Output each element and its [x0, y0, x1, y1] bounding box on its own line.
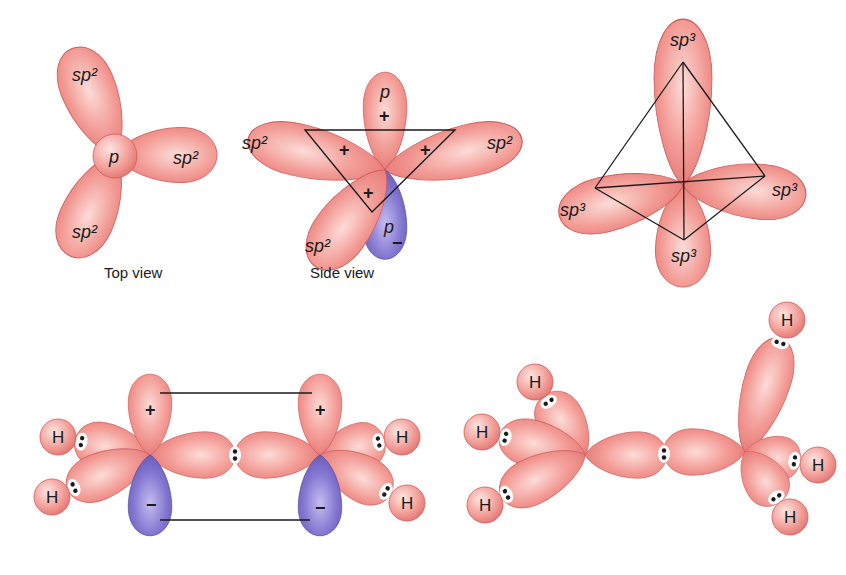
atom-sphere	[40, 419, 76, 455]
atom-symbol: H	[784, 509, 796, 526]
sp2-lobe	[293, 154, 408, 283]
atom-sphere	[464, 414, 500, 450]
electron-pair	[658, 445, 670, 463]
atom-symbol: H	[52, 429, 64, 446]
ethane-bonding	[491, 332, 804, 518]
hydrogen-atom: H	[383, 418, 421, 456]
view-caption: Side view	[310, 265, 374, 280]
atom-symbol: H	[479, 497, 491, 514]
orbital-label: sp²	[487, 134, 512, 152]
atom-sphere	[34, 479, 70, 515]
phase-sign: +	[145, 401, 156, 419]
atom-symbol: H	[812, 457, 824, 474]
phase-sign: +	[420, 141, 431, 159]
atom-symbol: H	[396, 429, 408, 446]
atom-sphere	[517, 364, 553, 400]
orbital-label: p	[109, 148, 119, 166]
atom-symbol: H	[781, 312, 793, 329]
electron-pair	[787, 451, 802, 471]
atom-sphere	[389, 485, 425, 521]
hydrogen-atom: H	[466, 486, 504, 524]
pi-overlap-line	[160, 392, 312, 393]
electron-pair	[229, 446, 241, 464]
sp2-side-view	[242, 72, 527, 282]
hydrogen-atom: H	[771, 498, 809, 536]
tetrahedron	[683, 62, 684, 240]
phase-sign: +	[379, 107, 390, 125]
phase-sign: +	[339, 141, 350, 159]
hydrogen-atom: H	[768, 301, 806, 339]
hydrogen-atom: H	[33, 478, 71, 516]
orbital-label: sp²	[242, 134, 267, 152]
atom-symbol: H	[476, 424, 488, 441]
sp3-lobe	[681, 158, 809, 224]
sp2-top-view	[45, 38, 217, 267]
tetrahedron	[683, 62, 765, 176]
orbital-label: sp³	[560, 201, 585, 219]
hydrogen-atom: H	[39, 418, 77, 456]
view-caption: Top view	[104, 265, 162, 280]
pi-overlap-line	[160, 519, 310, 520]
atom-sphere	[772, 499, 808, 535]
tetrahedron	[595, 188, 684, 240]
atom-sphere	[769, 302, 805, 338]
phase-sign: −	[315, 499, 326, 517]
sigma-lobe	[663, 429, 745, 475]
p-lobe-negative	[128, 455, 172, 536]
hydrogen-atom: H	[463, 413, 501, 451]
orbital-label: sp²	[173, 149, 198, 167]
atom-sphere	[384, 419, 420, 455]
orbital-label: sp²	[72, 66, 97, 84]
orbital-label: sp³	[772, 181, 797, 199]
atom-symbol: H	[401, 495, 413, 512]
atom-symbol: H	[529, 374, 541, 391]
orbital-label: p	[380, 83, 390, 101]
orbital-label: sp²	[305, 237, 330, 255]
sp3-tetrahedral	[553, 19, 809, 287]
phase-sign: +	[315, 401, 326, 419]
phase-sign: −	[146, 496, 157, 514]
orbital-label: sp²	[72, 223, 97, 241]
atom-sphere	[467, 487, 503, 523]
tetrahedron	[595, 176, 765, 188]
phase-sign: +	[363, 184, 374, 202]
sp3-lobe	[553, 158, 690, 242]
tetrahedron	[684, 176, 765, 240]
sigma-lobe	[585, 432, 667, 478]
tetrahedron	[595, 62, 683, 188]
electron-pair	[65, 432, 396, 503]
hydrogen-atom: H	[799, 446, 837, 484]
sp3-lobe	[491, 434, 595, 517]
trigonal-plane	[305, 130, 455, 212]
atom-sphere	[800, 447, 836, 483]
pi-overlap-line	[160, 393, 312, 520]
hydrogen-atom: H	[516, 363, 554, 401]
p-lobe	[298, 374, 342, 455]
phase-sign: −	[392, 234, 403, 252]
tetrahedron	[595, 62, 765, 240]
ethylene-bonding	[59, 374, 402, 536]
orbital-label: sp³	[671, 247, 696, 265]
p-lobe	[128, 374, 172, 455]
atom-symbol: H	[46, 489, 58, 506]
p-orbital-end	[93, 134, 137, 178]
orbital-label: sp³	[670, 31, 695, 49]
hydrogen-atom: H	[388, 484, 426, 522]
electron-pair	[497, 334, 802, 507]
p-lobe-negative	[298, 455, 342, 536]
